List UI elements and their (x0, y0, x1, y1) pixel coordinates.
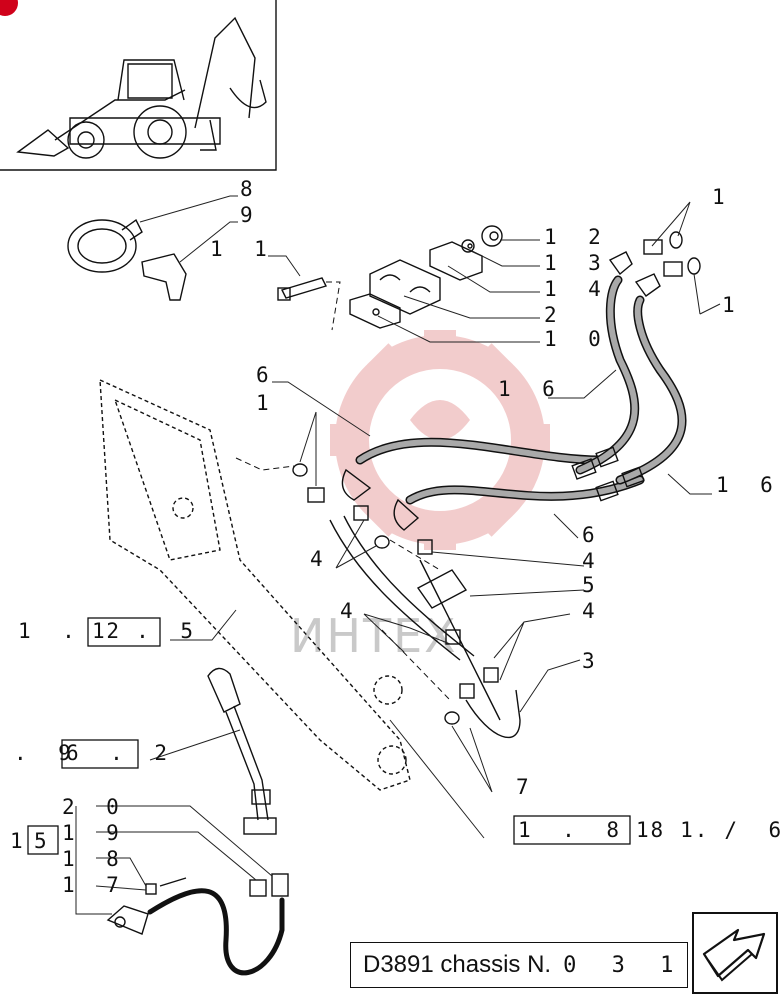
callout-4-right-lower: 4 (582, 599, 604, 623)
callout-5: 5 (582, 573, 604, 597)
hose-clamp-part (67, 218, 143, 273)
bolt-part (277, 277, 327, 301)
callout-1-right: 1 (722, 293, 744, 317)
callout-18: 1 8 (62, 847, 128, 871)
hydraulic-hose-6-lower (405, 475, 645, 505)
callout-11: 1 1 (210, 237, 276, 261)
chassis-number: 0 3 1 0 1 9 (563, 952, 687, 978)
ref-6-2-link[interactable]: 6 . 2 (66, 741, 176, 765)
hydraulic-hose-16-b (615, 295, 687, 485)
callout-6-left: 6 (256, 363, 278, 387)
callout-14: 1 4 (544, 277, 610, 301)
callout-4-mid: 4 (340, 599, 362, 623)
ref-5-link[interactable]: 5 (34, 829, 56, 853)
callout-17: 1 7 (62, 873, 128, 897)
callout-12: 1 2 (544, 225, 610, 249)
ref-188-box (513, 815, 631, 845)
washer-part (461, 239, 475, 253)
hose-fitting-parts (341, 231, 701, 531)
steel-tube-parts (292, 463, 521, 739)
chassis-label: D3891 chassis N. (363, 951, 552, 978)
machine-thumbnail (0, 0, 277, 171)
nut-part (481, 225, 503, 247)
bracket-part (141, 253, 187, 301)
ref-1-5-link[interactable]: 1 . 5 (92, 619, 202, 643)
corner-badge (0, 0, 18, 16)
callout-4-left: 4 (310, 547, 332, 571)
ref-1-2-prefix: 1 . 2 (18, 619, 128, 643)
ref-96-box (61, 739, 139, 769)
callout-8: 8 (240, 177, 262, 201)
leader-lines (75, 195, 721, 915)
callout-20: 2 0 (62, 795, 128, 819)
callout-19: 1 9 (62, 821, 128, 845)
next-page-button[interactable] (692, 912, 778, 994)
callout-3: 3 (582, 649, 604, 673)
ref-1-2-box (87, 617, 161, 647)
backhoe-arm-structure (99, 378, 411, 791)
callout-6-right: 6 (582, 523, 604, 547)
callout-7: 7 (516, 775, 538, 799)
callout-1-left: 1 (256, 391, 278, 415)
control-lever-part (207, 667, 277, 835)
hydraulic-hose-6-upper (355, 437, 605, 465)
callout-9: 9 (240, 203, 262, 227)
callout-10: 1 0 (544, 327, 610, 351)
callout-1-top: 1 (712, 185, 734, 209)
callout-16-upper: 1 6 (498, 377, 564, 401)
callout-2: 2 (544, 303, 566, 327)
cable-assembly-part (106, 873, 289, 976)
ref-1-88-link[interactable]: 1 . 8 8 . (518, 818, 717, 842)
callout-13: 1 3 (544, 251, 610, 275)
ref-11-6-suffix: 1 1 / 6 (636, 818, 784, 842)
callout-4-right-upper: 4 (582, 549, 604, 573)
ref-15-prefix: 1 (10, 829, 32, 853)
clamp-block-part (349, 241, 483, 329)
ref-15-box (27, 825, 59, 855)
chassis-info-box: D3891 chassis N. 0 3 1 0 1 9 (350, 942, 688, 988)
next-page-arrow-icon (702, 928, 766, 982)
hydraulic-hose-16-a (575, 275, 640, 475)
callout-16-lower: 1 6 (716, 473, 782, 497)
